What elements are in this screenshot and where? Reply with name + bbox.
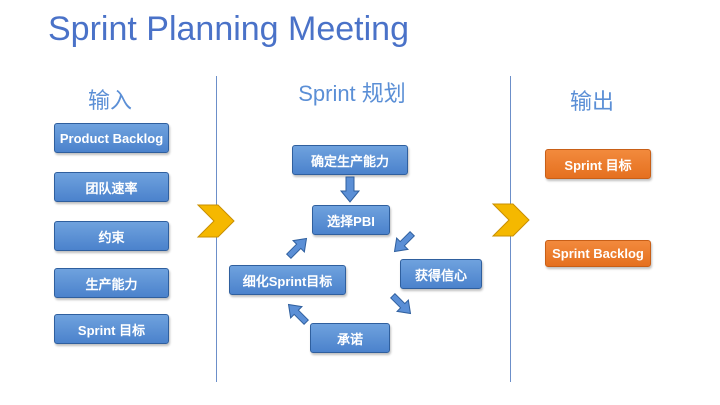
arrow-up-right-icon (285, 237, 308, 260)
output-item-sprint-backlog: Sprint Backlog (545, 240, 651, 267)
step-select-pbi: 选择PBI (312, 205, 390, 235)
step-determine-capacity: 确定生产能力 (292, 145, 408, 175)
chevron-right-icon (491, 203, 530, 237)
page-title: Sprint Planning Meeting (48, 10, 410, 48)
input-heading: 输入 (87, 88, 133, 113)
planning-heading: Sprint 规划 (298, 81, 406, 106)
chevron-right-icon (196, 204, 235, 238)
arrow-up-left-icon (287, 303, 310, 326)
input-item-product-backlog: Product Backlog (54, 123, 169, 153)
input-item-team-velocity: 团队速率 (54, 172, 169, 202)
step-refine-sprint-goal: 细化Sprint目标 (229, 265, 346, 295)
arrow-down-icon (339, 176, 361, 203)
step-gain-confidence: 获得信心 (400, 259, 482, 289)
input-item-capability: 生产能力 (54, 268, 169, 298)
input-item-sprint-goal: Sprint 目标 (54, 314, 169, 344)
arrow-down-right-icon (393, 230, 416, 253)
step-commit: 承诺 (310, 323, 390, 353)
arrow-down-left-icon (389, 292, 412, 315)
input-item-constraints: 约束 (54, 221, 169, 251)
output-heading: 输出 (569, 89, 615, 114)
output-item-sprint-goal: Sprint 目标 (545, 149, 651, 179)
